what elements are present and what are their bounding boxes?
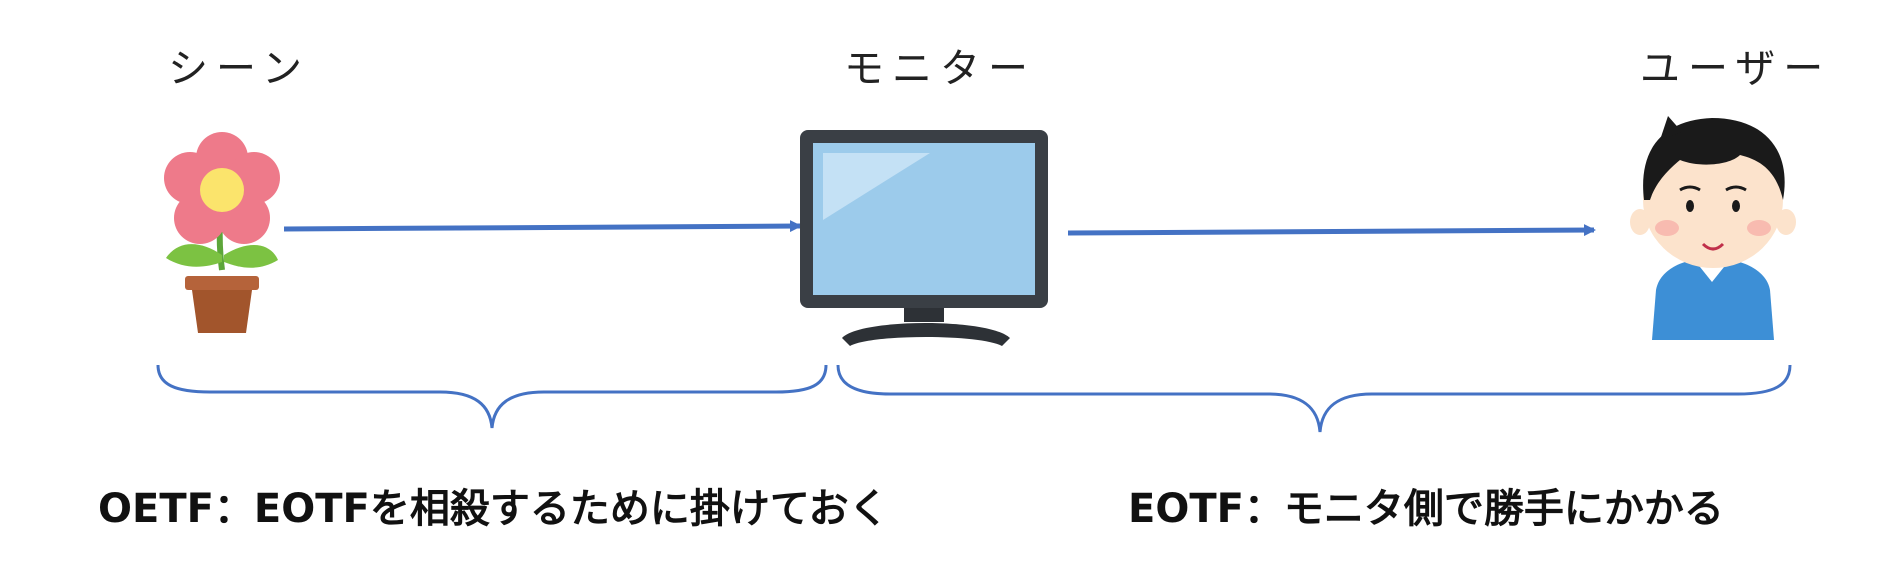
monitor-icon xyxy=(800,130,1048,346)
arrow-monitor-to-user xyxy=(1067,224,1596,237)
left-brace xyxy=(156,364,828,429)
monitor-label: モニター xyxy=(844,46,1036,92)
arrow-scene-to-monitor xyxy=(283,220,802,233)
oetf-caption: OETF：EOTFを相殺するために掛けておく xyxy=(98,486,889,532)
user-icon xyxy=(1630,116,1796,340)
scene-label: シーン xyxy=(168,46,310,92)
user-label: ユーザー xyxy=(1640,46,1832,92)
flower-pot-icon xyxy=(164,132,280,333)
right-brace xyxy=(836,364,1792,433)
eotf-caption: EOTF：モニタ側で勝手にかかる xyxy=(1128,486,1724,532)
